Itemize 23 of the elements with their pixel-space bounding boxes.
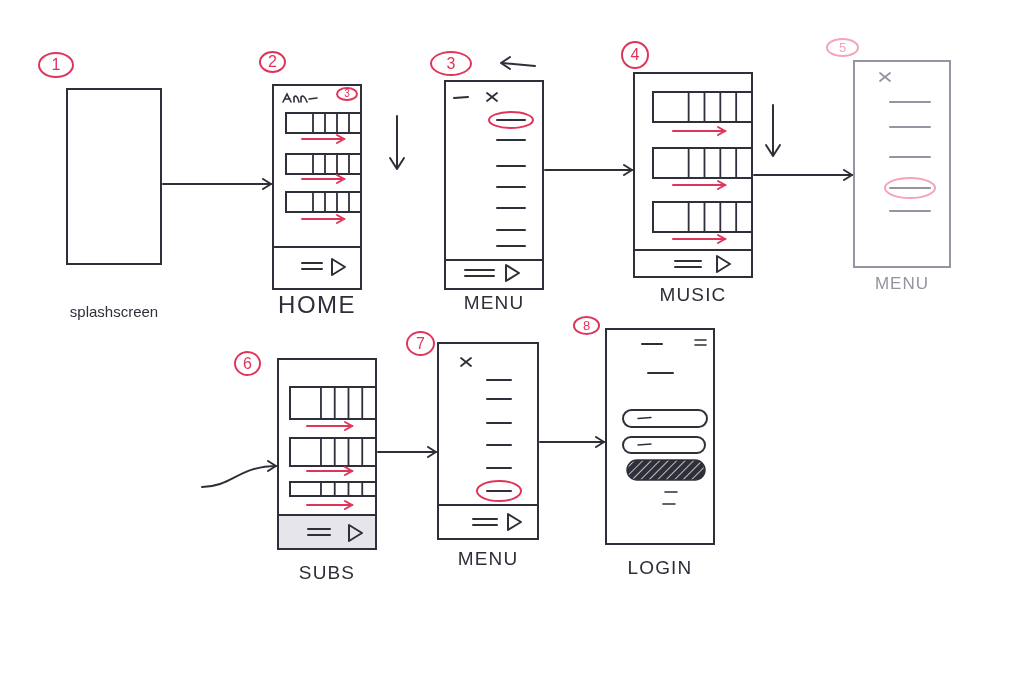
flow-arrow	[544, 164, 633, 176]
reference-number-badge: 3	[336, 87, 358, 101]
flow-arrow	[201, 460, 277, 488]
step-number-badge: 4	[621, 41, 649, 69]
flow-arrow	[162, 178, 272, 190]
step-number-badge: 8	[573, 316, 600, 335]
screen-title: MENU	[463, 292, 525, 314]
flow-arrow	[377, 446, 437, 458]
screen-title: SUBS	[298, 562, 356, 584]
screen-title: MENU	[874, 274, 930, 294]
step-number-badge: 3	[430, 51, 472, 76]
step-number-badge: 2	[259, 51, 286, 73]
screen-title: LOGIN	[627, 557, 693, 579]
flow-arrow	[539, 436, 605, 448]
step-number-badge: 6	[234, 351, 261, 376]
screen-title: HOME	[278, 292, 356, 318]
step-number-badge: 1	[38, 52, 74, 78]
flow-arrow	[753, 169, 853, 181]
step-number-badge: 5	[826, 38, 859, 57]
screen-title: MUSIC	[659, 284, 727, 306]
screen-title: MENU	[457, 548, 519, 570]
screen-title: splashscreen	[69, 302, 159, 322]
step-number-badge: 7	[406, 331, 435, 356]
